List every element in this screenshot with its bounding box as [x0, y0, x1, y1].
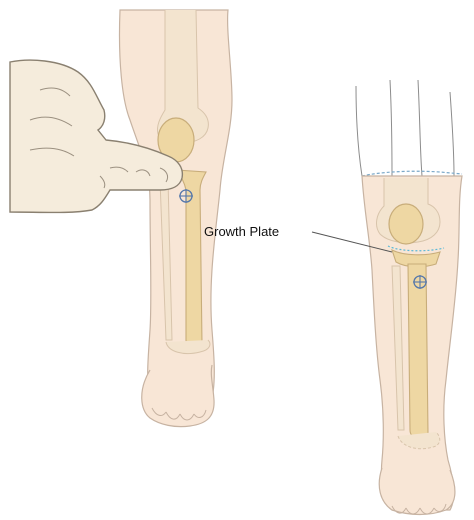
growth-plate-callout: Growth Plate: [204, 224, 392, 252]
right-knee-bone: [389, 204, 423, 244]
left-leg: [119, 10, 232, 427]
right-foot: [379, 468, 455, 515]
right-tibia: [408, 264, 428, 439]
right-leg-cut-line: [362, 171, 462, 176]
right-leg: [356, 80, 462, 515]
growth-plate-label: Growth Plate: [204, 224, 279, 239]
